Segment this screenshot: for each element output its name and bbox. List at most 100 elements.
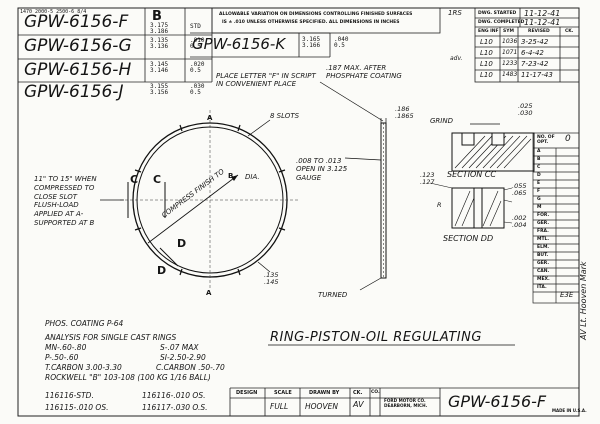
tb-company: FORD MOTOR CO. DEARBORN, MICH. bbox=[384, 398, 428, 409]
opt-strip-label: M bbox=[537, 205, 542, 210]
dim-055: .055 .065 bbox=[512, 182, 527, 198]
part-row-j-number: GPW-6156-J bbox=[24, 82, 124, 102]
opt-strip-label: A bbox=[537, 149, 541, 154]
spec-mn: MN-.60-.80 bbox=[45, 343, 87, 352]
opt-strip-label: G bbox=[537, 197, 541, 202]
turned-note: TURNED bbox=[318, 291, 348, 299]
dwg-completed-date: 11-12-41 bbox=[524, 18, 561, 27]
analysis-header: ANALYSIS FOR SINGLE CAST RINGS bbox=[45, 333, 177, 342]
dim-186: .186 .1865 bbox=[395, 105, 414, 121]
opt-strip-label: MEX. bbox=[537, 277, 550, 282]
title-block-grid bbox=[229, 387, 579, 416]
sym-adv: adv. bbox=[450, 55, 463, 62]
opt-strip-label: FOR. bbox=[537, 213, 550, 218]
section-c-right: C bbox=[153, 173, 162, 186]
ring-label-a-top: A bbox=[207, 114, 213, 122]
compressed-note: 11" TO 15" WHEN COMPRESSED TO CLOSE SLOT… bbox=[34, 175, 97, 227]
rev-row-3-inf: L10 bbox=[480, 60, 493, 68]
bottom-part-2: 116116-.010 OS. bbox=[142, 391, 206, 400]
open-gauge-note: .008 TO .013 OPEN IN 3.125 GAUGE bbox=[296, 157, 348, 182]
tb-drawn-label: DRAWN BY bbox=[309, 390, 340, 396]
section-d-upper: D bbox=[177, 237, 187, 250]
sym-top: 1RS bbox=[448, 9, 462, 17]
dim-025: .025 .030 bbox=[518, 102, 533, 118]
part-row-f-tol: STD bbox=[190, 23, 201, 30]
rev-row-2-date: 6-4-42 bbox=[521, 49, 544, 57]
opt-strip-label: CAN. bbox=[537, 269, 550, 274]
dwg-started-label: DWG. STARTED bbox=[478, 11, 517, 16]
tb-drawn-by: HOOVEN bbox=[305, 402, 338, 411]
dwg-started-date: 11-12-41 bbox=[524, 9, 561, 18]
opt-strip-label: GER. bbox=[537, 221, 550, 226]
rev-row-4-inf: L10 bbox=[480, 71, 493, 79]
phos-coating: PHOS. COATING P-64 bbox=[45, 319, 124, 328]
spec-si: SI-2.50-2.90 bbox=[160, 353, 206, 362]
ring-label-b: B bbox=[228, 172, 234, 180]
part-row-h-b: 3.145 3.146 bbox=[150, 61, 169, 74]
dim-002: .002 .004 bbox=[512, 214, 527, 230]
rev-row-2-inf: L10 bbox=[480, 49, 493, 57]
part-row-h-number: GPW-6156-H bbox=[24, 60, 132, 80]
tb-part-number: GPW-6156-F bbox=[448, 392, 547, 411]
corner-note: 1470 2000-5 2500-6 8/4 bbox=[20, 9, 87, 15]
opt-strip-label: FRA. bbox=[537, 229, 549, 234]
part-table-header-b: B bbox=[152, 9, 162, 24]
place-letter-note: PLACE LETTER "F" IN SCRIPT IN CONVENIENT… bbox=[216, 72, 316, 89]
bottom-part-4: 116117-.030 O.S. bbox=[142, 403, 208, 412]
ring-view bbox=[100, 110, 300, 290]
tb-checked: AV bbox=[353, 400, 364, 409]
slots-note: 8 SLOTS bbox=[270, 112, 300, 120]
tolerance-line-2: IS ± .010 UNLESS OTHERWISE SPECIFIED. AL… bbox=[222, 20, 400, 25]
bottom-part-1: 116116-STD. bbox=[45, 391, 94, 400]
tb-made-in: MADE IN U.S.A. bbox=[552, 408, 587, 413]
side-signature: AV Lt. Hooven Mark bbox=[579, 261, 588, 340]
rev-row-4-date: 11-17-43 bbox=[521, 71, 553, 79]
dia-note: DIA. bbox=[245, 173, 260, 181]
opt-strip-label: BUT. bbox=[537, 253, 549, 258]
rev-row-3-date: 7-23-42 bbox=[521, 60, 549, 68]
part-row-j-b: 3.155 3.156 bbox=[150, 83, 169, 96]
section-dd-label: SECTION DD bbox=[443, 234, 494, 243]
rev-row-4-sym: 1483 bbox=[502, 71, 518, 78]
rev-header-sym: SYM bbox=[503, 29, 514, 34]
tb-co-label: CO. bbox=[371, 390, 380, 395]
tolerance-box bbox=[211, 7, 441, 34]
part-row-k-b: 3.165 3.166 bbox=[302, 36, 321, 49]
section-cc-drawing bbox=[451, 123, 535, 172]
label-r: R bbox=[437, 201, 442, 209]
bottom-part-3: 116115-.010 OS. bbox=[45, 403, 109, 412]
rev-header-revised: REVISED bbox=[528, 29, 550, 34]
part-row-g-tol: .010 0.5 bbox=[190, 37, 205, 50]
dim-135: .135 .145 bbox=[264, 271, 279, 287]
max-after-note: .187 MAX. AFTER PHOSPHATE COATING bbox=[326, 64, 402, 81]
tb-design-label: DESIGN bbox=[236, 390, 258, 396]
part-row-f-number: GPW-6156-F bbox=[24, 12, 129, 32]
revision-grid bbox=[474, 7, 580, 83]
opt-strip-value: 0 bbox=[565, 134, 571, 144]
opt-strip-label: D bbox=[537, 173, 541, 178]
rev-row-1-sym: 1036 bbox=[502, 38, 518, 45]
tb-scale-label: SCALE bbox=[274, 390, 292, 396]
spec-rockwell: ROCKWELL "B" 103-108 (100 KG 1/16 BALL) bbox=[45, 373, 211, 382]
part-row-g-b: 3.135 3.136 bbox=[150, 37, 169, 50]
spec-p: P-.50-.60 bbox=[45, 353, 79, 362]
opt-strip-label: MTL. bbox=[537, 237, 550, 242]
opt-strip-label: GER. bbox=[537, 261, 550, 266]
rev-row-1-date: 3-25-42 bbox=[521, 38, 549, 46]
option-strip-grid bbox=[532, 132, 580, 304]
dwg-completed-label: DWG. COMPLETED bbox=[478, 20, 525, 25]
grind-note: GRIND bbox=[430, 117, 453, 125]
ring-label-a-bottom: A bbox=[206, 289, 212, 297]
spec-total-carbon: T.CARBON 3.00-3.30 bbox=[45, 363, 122, 372]
opt-strip-label: ITA. bbox=[537, 285, 547, 290]
dim-123: .123 .127 bbox=[420, 171, 435, 187]
spec-combined-carbon: C.CARBON .50-.70 bbox=[156, 363, 225, 372]
opt-strip-label: B bbox=[537, 157, 541, 162]
part-row-g-number: GPW-6156-G bbox=[24, 36, 132, 56]
section-cc-label: SECTION CC bbox=[447, 170, 496, 179]
section-d-lower: D bbox=[157, 264, 167, 277]
opt-strip-footnote: E3E bbox=[560, 291, 574, 299]
tolerance-line-1: ALLOWABLE VARIATION ON DIMENSIONS CONTRO… bbox=[219, 12, 413, 17]
opt-strip-label: F bbox=[537, 189, 541, 194]
